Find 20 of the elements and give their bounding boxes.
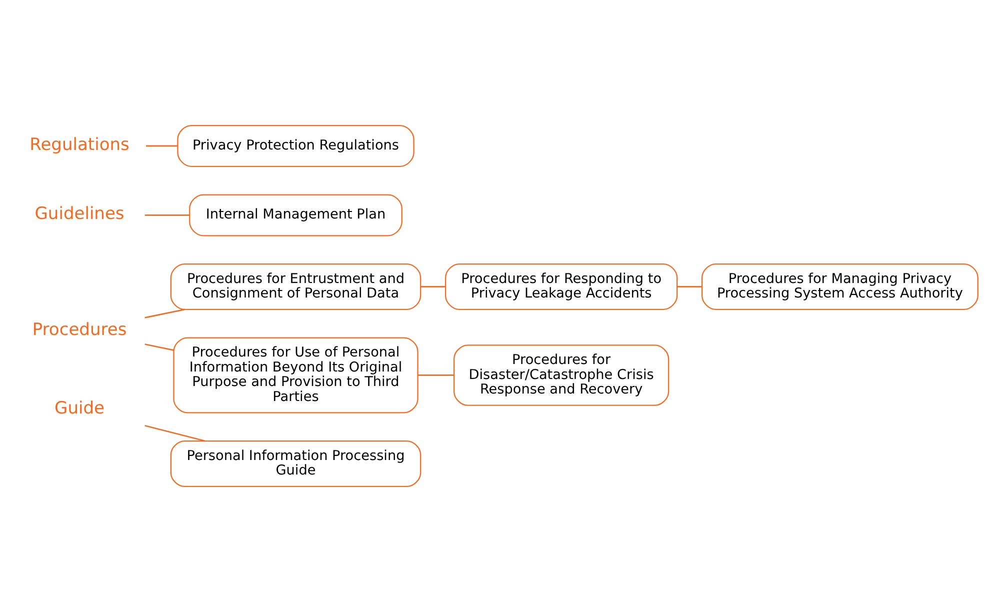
connector xyxy=(144,308,185,318)
node-box: Internal Management Plan xyxy=(189,194,402,236)
connector xyxy=(144,214,190,216)
node-text: Guidelines xyxy=(34,204,124,224)
node-box: Procedures for Disaster/Catastrophe Crisis Response and Recovery xyxy=(454,344,670,406)
connector xyxy=(420,286,446,288)
connector xyxy=(146,145,178,147)
node-text: Guide xyxy=(54,398,105,418)
node-box: Procedures for Managing Privacy Processing System Access Authority xyxy=(702,263,978,310)
node-text: Regulations xyxy=(30,134,130,155)
node-box: Procedures for Use of Personal Information Beyond Its Original Purpose and Provision to Third Parties xyxy=(173,337,418,414)
node-box: Personal Information Processing Guide xyxy=(170,440,422,488)
node-box: Procedures for Entrustment and Consignment of Personal Data xyxy=(170,263,422,310)
node-box: Privacy Protection Regulations xyxy=(177,124,414,167)
connector xyxy=(677,286,702,288)
connector xyxy=(144,424,206,442)
node-box: Procedures for Responding to Privacy Leakage Accidents xyxy=(445,263,678,310)
connector xyxy=(144,344,174,351)
node-text: Procedures xyxy=(32,320,127,340)
connector xyxy=(418,374,454,376)
